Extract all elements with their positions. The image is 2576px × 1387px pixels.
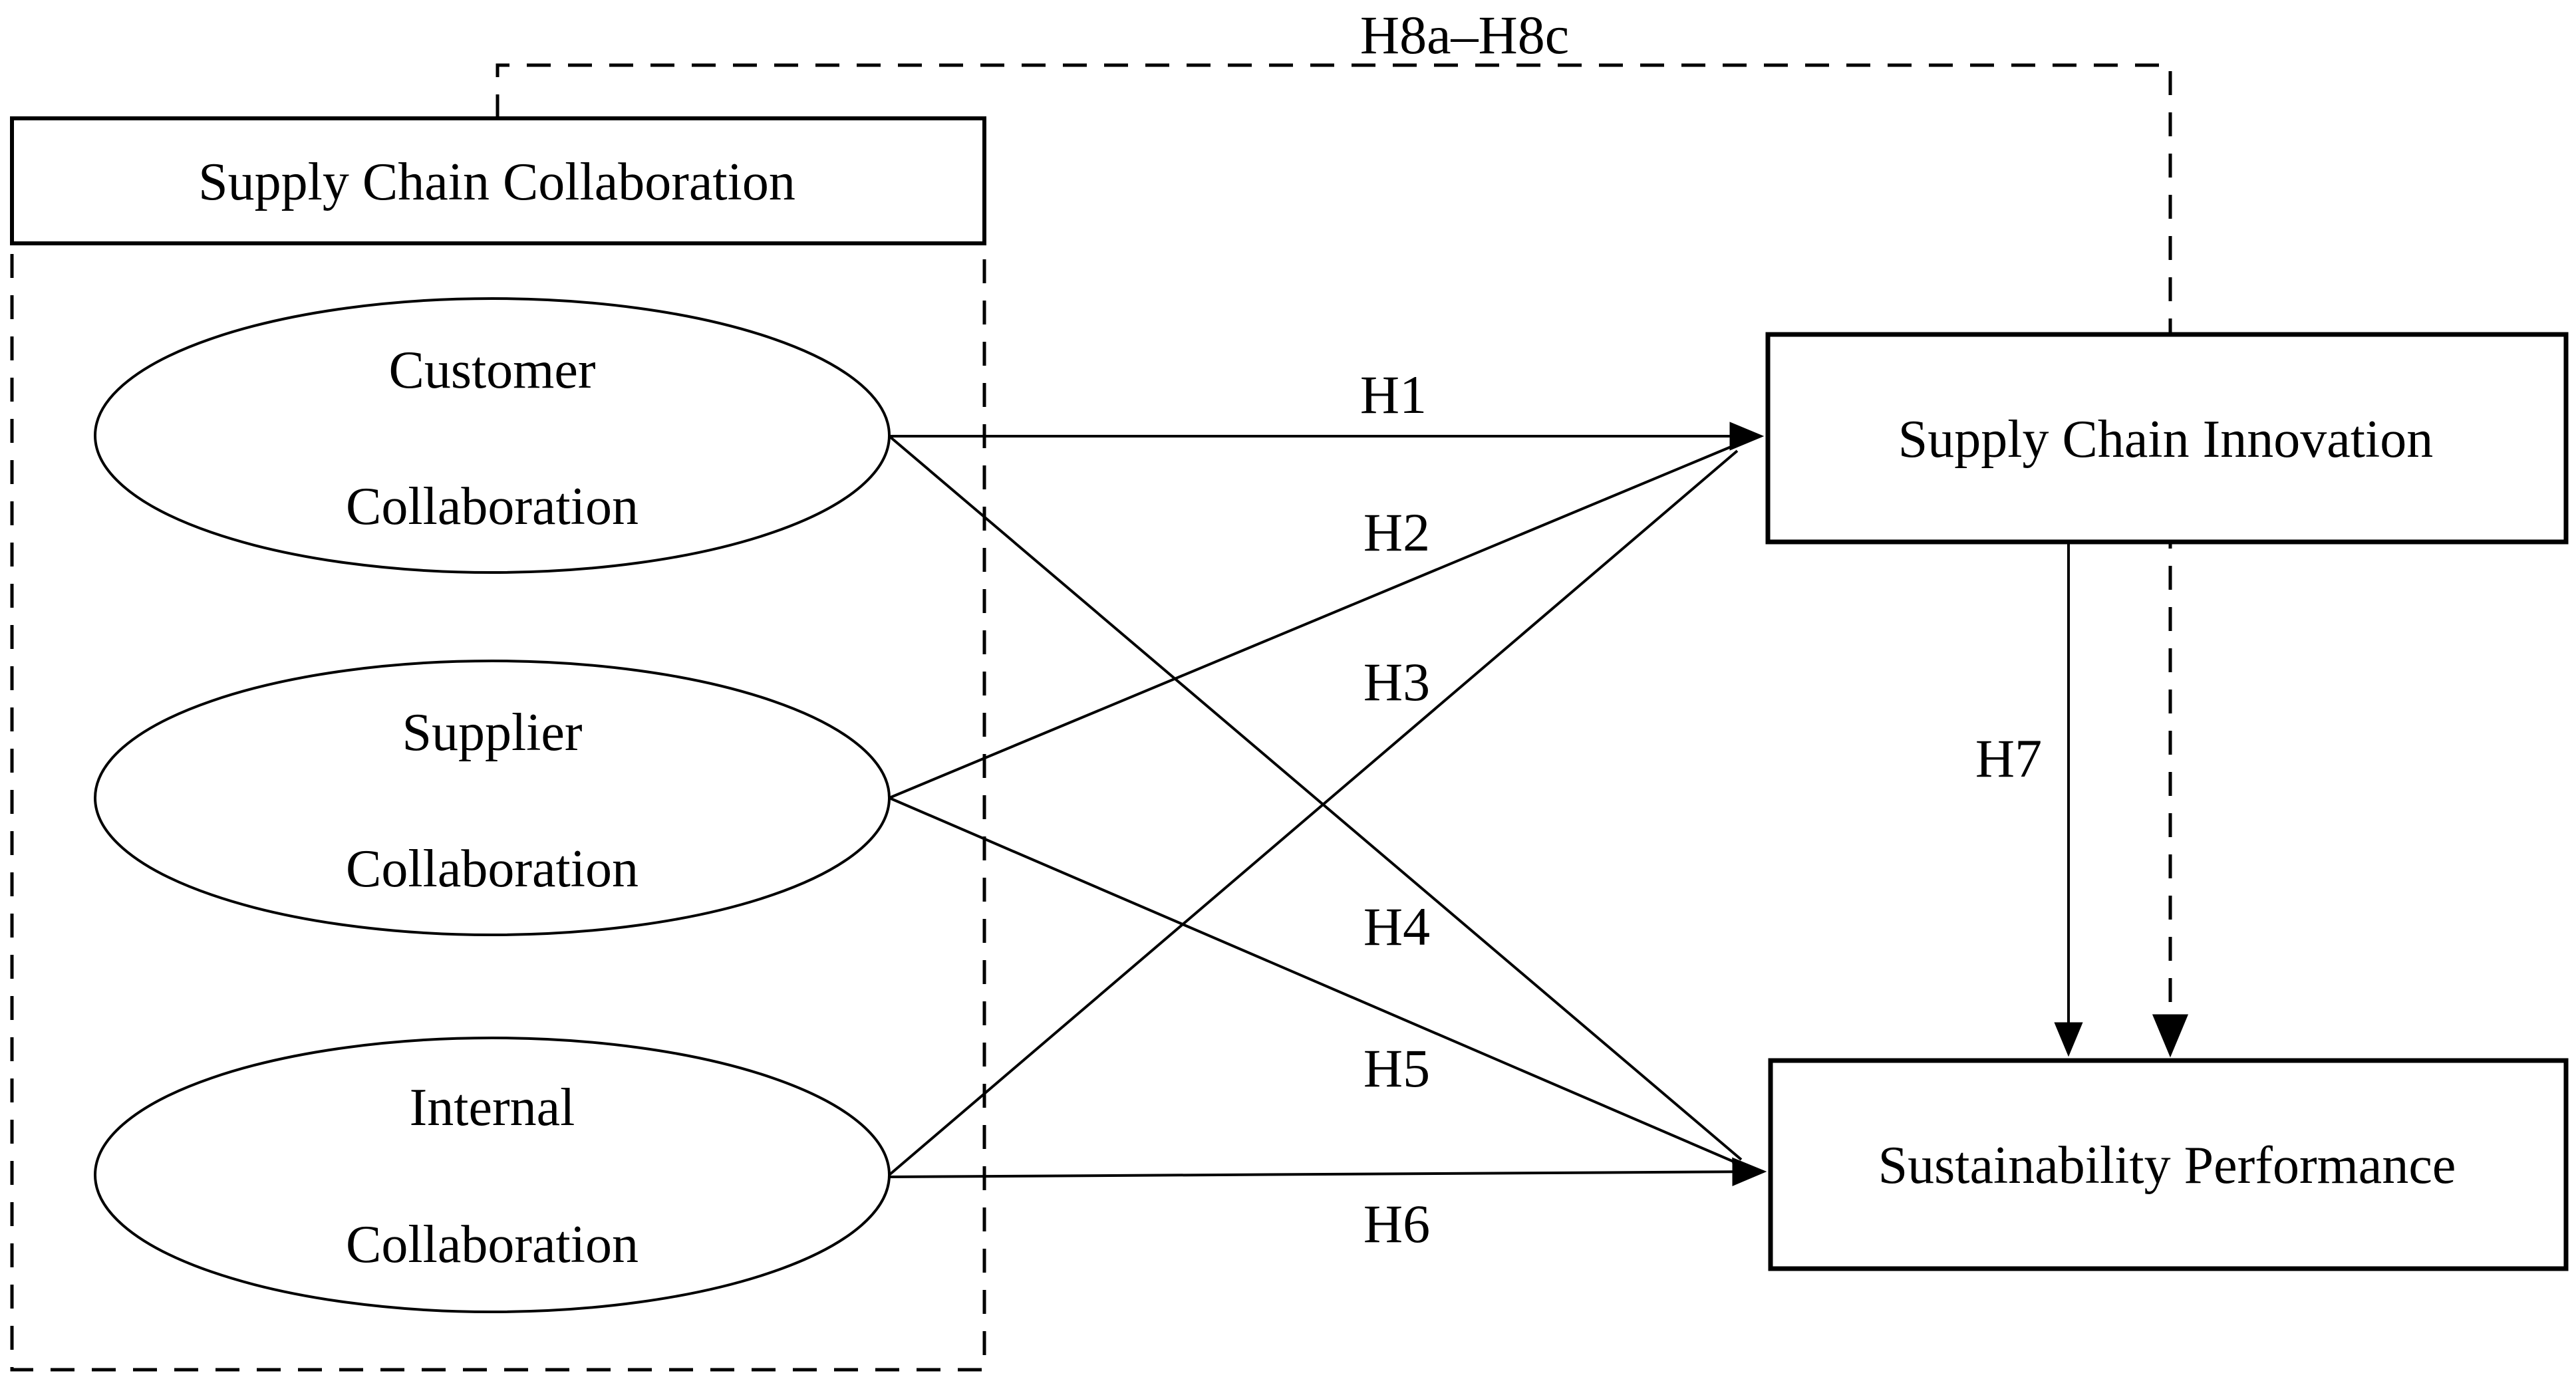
customer-collaboration-label-line1: Customer bbox=[388, 341, 595, 400]
hypothesis-label-h2: H2 bbox=[1363, 502, 1430, 563]
arrow-h3-internal-to-innovation bbox=[888, 449, 1739, 1176]
internal-collaboration-label-line2: Collaboration bbox=[346, 1215, 639, 1274]
box-supply-chain-innovation bbox=[1765, 332, 2569, 545]
hypothesis-label-h5: H5 bbox=[1363, 1038, 1430, 1098]
group-title-label: Supply Chain Collaboration bbox=[198, 153, 795, 211]
supply-chain-innovation-label: Supply Chain Innovation bbox=[1898, 410, 2433, 469]
customer-collaboration-label-line2: Collaboration bbox=[346, 477, 639, 536]
collaboration-group-title-box bbox=[10, 116, 986, 245]
arrow-h6-internal-to-sustainability bbox=[889, 1157, 1767, 1186]
hypothesis-label-h4: H4 bbox=[1363, 896, 1430, 957]
internal-collaboration-label-line1: Internal bbox=[410, 1078, 575, 1137]
hypothesis-label-h7: H7 bbox=[1975, 728, 2042, 789]
arrow-h2-supplier-to-innovation bbox=[889, 443, 1738, 799]
hypothesis-label-h8a-h8c: H8a–H8c bbox=[1360, 5, 1569, 65]
supplier-collaboration-label-line2: Collaboration bbox=[346, 840, 639, 898]
sustainability-performance-label: Sustainability Performance bbox=[1878, 1136, 2456, 1195]
box-sustainability-performance bbox=[1768, 1058, 2569, 1271]
moderation-path-h8 bbox=[496, 63, 2189, 1058]
supplier-collaboration-label-line1: Supplier bbox=[402, 703, 582, 762]
hypothesis-label-h6: H6 bbox=[1363, 1194, 1430, 1254]
arrow-h4-customer-to-sustainability bbox=[888, 435, 1743, 1161]
hypothesis-label-h3: H3 bbox=[1363, 652, 1430, 712]
hypothesis-label-h1: H1 bbox=[1360, 364, 1427, 425]
arrow-h5-supplier-to-sustainability bbox=[889, 797, 1742, 1166]
